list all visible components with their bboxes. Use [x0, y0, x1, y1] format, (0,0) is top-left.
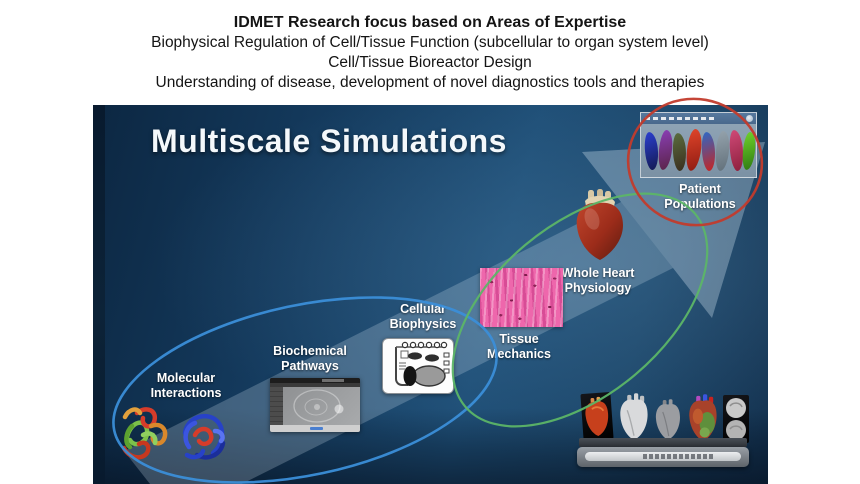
header-title: IDMET Research focus based on Areas of E…: [233, 14, 627, 31]
pathway-software-screenshot: [270, 378, 360, 432]
label-biochemical-pathways: Biochemical Pathways: [273, 344, 347, 374]
protein-structure-image-1: [121, 407, 168, 460]
scrollbar-caption-blur: [643, 454, 715, 459]
heart-model-blob: [714, 130, 731, 172]
mini-heart-gray-2: [655, 399, 680, 440]
slide-title: Multiscale Simulations: [151, 123, 507, 159]
mini-heart-gray-1: [620, 393, 648, 440]
cell-model-schematic: [395, 341, 450, 387]
label-patient-populations: Patient Populations: [664, 182, 736, 212]
patient-populations-image-titlebar: [641, 113, 756, 124]
label-cellular-biophysics: Cellular Biophysics: [389, 302, 457, 332]
cell-model-diagram: [382, 338, 454, 394]
whole-heart-image: [576, 189, 623, 260]
protein-structure-image-2: [182, 413, 226, 460]
heart-model-blob: [643, 131, 660, 171]
scrollbar-track: [585, 452, 741, 461]
mini-heart-textured: [689, 394, 717, 441]
heart-model-blob: [741, 131, 756, 171]
header-block: IDMET Research focus based on Areas of E…: [0, 13, 860, 93]
mini-heart-card-1: [580, 392, 614, 441]
blurred-caption-text: [645, 117, 717, 120]
mini-mri-card: [723, 395, 749, 443]
titlebar-caption-blur: [322, 379, 344, 382]
publisher-logo-icon: [746, 115, 753, 122]
pathway-map-canvas: [283, 387, 360, 425]
header-line-2: Cell/Tissue Bioreactor Design: [328, 54, 532, 71]
statusbar-button-blur: [310, 427, 323, 430]
tissue-histology-image: [480, 268, 563, 327]
patient-populations-image: [640, 112, 757, 178]
label-tissue-mechanics: Tissue Mechanics: [487, 332, 551, 362]
header-line-3: Understanding of disease, development of…: [155, 74, 705, 91]
filmstrip-scrollbar: [577, 447, 749, 467]
heart-model-blob: [657, 129, 674, 171]
heart-model-blob: [671, 132, 688, 172]
header-line-1: Biophysical Regulation of Cell/Tissue Fu…: [151, 34, 709, 51]
heart-models-strip: [641, 124, 756, 177]
hearts-platform: [579, 438, 747, 447]
heart-model-blob: [684, 128, 704, 172]
slide-left-edge-strip: [93, 105, 105, 484]
screenshot-sidebar: [270, 387, 283, 425]
heart-model-blob: [700, 131, 717, 172]
multiscale-slide-figure: Multiscale Simulations Patient Populatio…: [93, 105, 768, 484]
